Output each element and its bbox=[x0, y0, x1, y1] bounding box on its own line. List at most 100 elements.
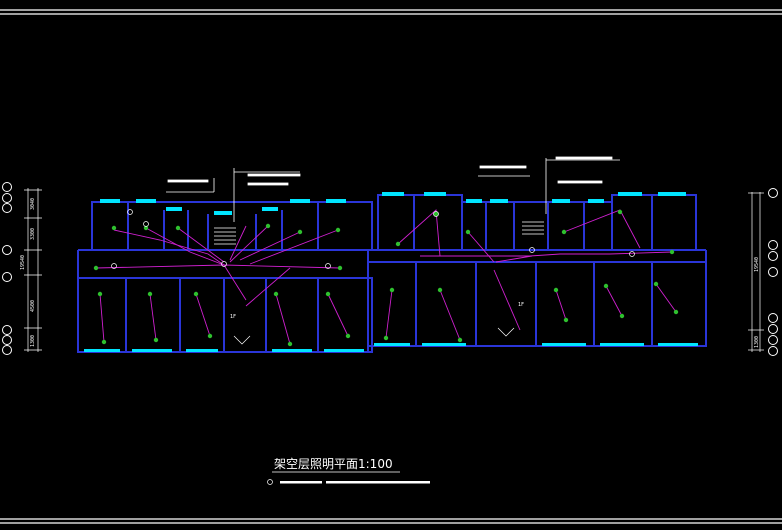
note-text-bar bbox=[479, 165, 527, 169]
lamp-icon bbox=[619, 313, 625, 319]
switch-icon bbox=[433, 211, 439, 217]
note-text-bar bbox=[247, 173, 301, 177]
axis-bubble-icon bbox=[768, 240, 778, 250]
axis-bubble-icon bbox=[768, 188, 778, 198]
lamp-icon bbox=[111, 225, 117, 231]
lamp-icon bbox=[673, 309, 679, 315]
window bbox=[272, 349, 312, 352]
lamp-icon bbox=[297, 229, 303, 235]
lamp-icon bbox=[153, 337, 159, 343]
lamp-icon bbox=[465, 229, 471, 235]
window bbox=[214, 211, 232, 215]
lamp-icon bbox=[561, 229, 567, 235]
lamp-icon bbox=[383, 335, 389, 341]
axis-bubble-icon bbox=[2, 345, 12, 355]
window bbox=[132, 349, 172, 352]
room-label: 1F bbox=[230, 314, 236, 320]
axis-bubble-icon bbox=[2, 335, 12, 345]
window bbox=[658, 343, 698, 346]
lamp-icon bbox=[93, 265, 99, 271]
axis-bubble-icon bbox=[2, 182, 12, 192]
dimension-label: 3040 bbox=[30, 198, 36, 210]
lamp-icon bbox=[395, 241, 401, 247]
axis-bubble-icon bbox=[2, 325, 12, 335]
window bbox=[166, 207, 182, 211]
switch-icon bbox=[127, 209, 133, 215]
switch-icon bbox=[221, 261, 227, 267]
lamp-icon bbox=[287, 341, 293, 347]
left-building-walls bbox=[77, 201, 373, 353]
right-axis-bubbles bbox=[768, 188, 778, 356]
drawing-title: 架空层照明平面1:100 bbox=[274, 457, 393, 471]
lamp-icon bbox=[345, 333, 351, 339]
dimension-label: 19540 bbox=[754, 257, 760, 272]
dimension-label: 19540 bbox=[20, 255, 26, 270]
dimension-label: 3300 bbox=[30, 228, 36, 240]
window bbox=[186, 349, 218, 352]
axis-bubble-icon bbox=[768, 313, 778, 323]
axis-bubble-icon bbox=[768, 335, 778, 345]
door-icon bbox=[233, 335, 251, 345]
right-building-walls bbox=[367, 194, 707, 352]
window bbox=[658, 192, 686, 196]
note-text-bar bbox=[247, 182, 289, 186]
lamp-icon bbox=[337, 265, 343, 271]
window bbox=[588, 199, 604, 203]
switch-icon bbox=[325, 263, 331, 269]
note-text-bar bbox=[167, 179, 209, 183]
annotation-leaders bbox=[166, 156, 620, 222]
lamp-icon bbox=[101, 339, 107, 345]
door-icons bbox=[233, 327, 515, 345]
window bbox=[618, 192, 642, 196]
window bbox=[542, 343, 586, 346]
lamp-icon bbox=[389, 287, 395, 293]
window bbox=[324, 349, 364, 352]
switch-icon bbox=[143, 221, 149, 227]
switch-icon bbox=[629, 251, 635, 257]
lamp-icon bbox=[437, 287, 443, 293]
window bbox=[84, 349, 120, 352]
lamp-icon bbox=[433, 211, 439, 217]
room-label: 1F bbox=[518, 302, 524, 308]
lamp-icon bbox=[653, 281, 659, 287]
window bbox=[262, 207, 278, 211]
lamp-icon bbox=[143, 225, 149, 231]
right-dimension-chain bbox=[748, 192, 764, 352]
lamp-icon bbox=[97, 291, 103, 297]
window bbox=[374, 343, 410, 346]
switch-icon bbox=[111, 263, 117, 269]
window bbox=[600, 343, 644, 346]
dimension-label: 1300 bbox=[30, 335, 36, 347]
axis-bubble-icon bbox=[768, 267, 778, 277]
stair-icon bbox=[214, 221, 544, 245]
switches bbox=[111, 209, 635, 269]
axis-bubble-icon bbox=[768, 346, 778, 356]
left-dimension-chain bbox=[24, 188, 42, 352]
axis-bubble-icon bbox=[2, 193, 12, 203]
drawing-frame bbox=[0, 9, 782, 524]
note-text-bar bbox=[555, 156, 613, 160]
window bbox=[290, 199, 310, 203]
left-axis-bubbles bbox=[2, 182, 12, 355]
door-icon bbox=[497, 327, 515, 337]
axis-bubble-icon bbox=[2, 203, 12, 213]
right-building-windows bbox=[374, 192, 698, 346]
window bbox=[552, 199, 570, 203]
window bbox=[466, 199, 482, 203]
lamp-icon bbox=[147, 291, 153, 297]
window bbox=[382, 192, 404, 196]
lighting-wiring bbox=[95, 209, 677, 345]
dimension-label: 1300 bbox=[754, 336, 760, 348]
north-icon bbox=[267, 479, 273, 485]
lamp-icon bbox=[457, 337, 463, 343]
window bbox=[136, 199, 156, 203]
title-note-bar bbox=[280, 481, 322, 484]
axis-bubble-icon bbox=[768, 251, 778, 261]
lamp-icon bbox=[603, 283, 609, 289]
window bbox=[424, 192, 446, 196]
axis-bubble-icon bbox=[768, 324, 778, 334]
lamp-icon bbox=[335, 227, 341, 233]
window bbox=[422, 343, 466, 346]
lamp-icon bbox=[193, 291, 199, 297]
window bbox=[490, 199, 508, 203]
